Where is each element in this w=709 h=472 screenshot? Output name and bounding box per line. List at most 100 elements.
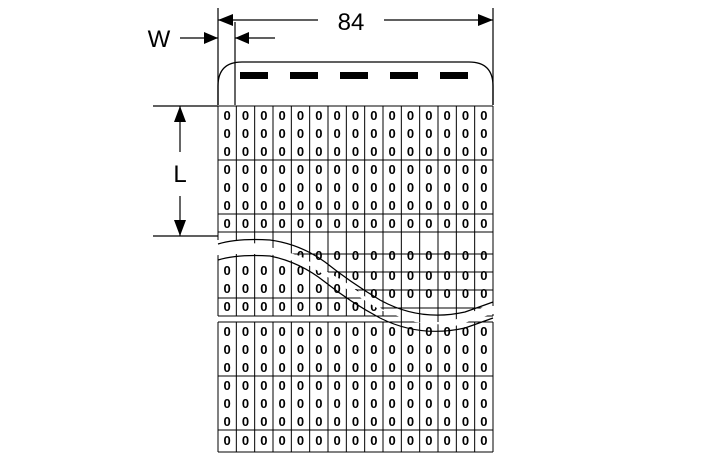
- marker-digit: 0: [242, 162, 249, 177]
- marker-digit: 0: [352, 433, 359, 448]
- marker-digit: 0: [315, 281, 322, 296]
- marker-digit: 0: [279, 108, 286, 123]
- marker-digit: 0: [462, 414, 469, 429]
- marker-digit: 0: [315, 162, 322, 177]
- marker-digit: 0: [242, 144, 249, 159]
- marker-digit: 0: [462, 126, 469, 141]
- marker-digit: 0: [407, 378, 414, 393]
- marker-digit: 0: [425, 268, 432, 283]
- marker-digit: 0: [352, 414, 359, 429]
- marker-digit: 0: [279, 248, 286, 263]
- marker-digit: 0: [242, 378, 249, 393]
- marker-digit: 0: [315, 248, 322, 263]
- marker-digit: 0: [279, 126, 286, 141]
- marker-digit: 0: [279, 198, 286, 213]
- marker-digit: 0: [315, 433, 322, 448]
- marker-digit: 0: [389, 126, 396, 141]
- marker-digit: 0: [370, 162, 377, 177]
- marker-digit: 0: [260, 342, 267, 357]
- marker-digit: 0: [370, 360, 377, 375]
- marker-digit: 0: [224, 342, 231, 357]
- marker-digit: 0: [389, 433, 396, 448]
- marker-digit: 0: [352, 342, 359, 357]
- marker-digit: 0: [425, 198, 432, 213]
- marker-digit: 0: [242, 108, 249, 123]
- marker-digit: 0: [260, 108, 267, 123]
- marker-digit: 0: [242, 126, 249, 141]
- marker-digit: 0: [407, 180, 414, 195]
- marker-digit: 0: [462, 286, 469, 301]
- marker-digit: 0: [444, 198, 451, 213]
- marker-digit: 0: [260, 324, 267, 339]
- marker-digit: 0: [279, 144, 286, 159]
- marker-digit: 0: [260, 396, 267, 411]
- marker-digit: 0: [370, 144, 377, 159]
- marker-digit: 0: [407, 433, 414, 448]
- marker-digit: 0: [279, 360, 286, 375]
- marker-digit: 0: [370, 126, 377, 141]
- marker-digit: 0: [224, 216, 231, 231]
- marker-digit: 0: [389, 324, 396, 339]
- marker-digit: 0: [480, 396, 487, 411]
- marker-digit: 0: [370, 180, 377, 195]
- marker-digit: 0: [370, 198, 377, 213]
- marker-digit: 0: [224, 162, 231, 177]
- marker-digit: 0: [480, 414, 487, 429]
- marker-digit: 0: [224, 108, 231, 123]
- marker-digit: 0: [315, 198, 322, 213]
- marker-digit: 0: [407, 216, 414, 231]
- marker-digit: 0: [425, 414, 432, 429]
- marker-digit: 0: [242, 263, 249, 278]
- marker-digit: 0: [407, 342, 414, 357]
- marker-digit: 0: [425, 299, 432, 314]
- marker-digit: 0: [297, 162, 304, 177]
- marker-digit: 0: [242, 180, 249, 195]
- marker-digit: 0: [480, 162, 487, 177]
- marker-digit: 0: [370, 396, 377, 411]
- marker-digit: 0: [389, 144, 396, 159]
- marker-digit: 0: [260, 144, 267, 159]
- marker-digit: 0: [334, 396, 341, 411]
- marker-digit: 0: [297, 324, 304, 339]
- marker-digit: 0: [444, 286, 451, 301]
- marker-digit: 0: [279, 216, 286, 231]
- marker-digit: 0: [462, 180, 469, 195]
- marker-digit: 0: [334, 180, 341, 195]
- marker-digit: 0: [297, 108, 304, 123]
- break-line-upper: [217, 238, 494, 316]
- marker-digit: 0: [297, 126, 304, 141]
- marker-digit: 0: [370, 324, 377, 339]
- column-width-dimension: W: [148, 22, 275, 105]
- marker-digit: 0: [480, 144, 487, 159]
- marker-digit: 0: [480, 198, 487, 213]
- marker-digit: 0: [462, 216, 469, 231]
- marker-digit: 0: [315, 378, 322, 393]
- marker-digit: 0: [334, 281, 341, 296]
- marker-digit: 0: [297, 414, 304, 429]
- marker-digit: 0: [334, 433, 341, 448]
- marker-digit: 0: [224, 281, 231, 296]
- marker-digit: 0: [297, 248, 304, 263]
- marker-digit: 0: [334, 126, 341, 141]
- marker-digit: 0: [444, 162, 451, 177]
- marker-digit: 0: [260, 281, 267, 296]
- marker-digit: 0: [224, 414, 231, 429]
- marker-digit: 0: [260, 263, 267, 278]
- marker-digit: 0: [370, 378, 377, 393]
- marker-digit: 0: [480, 286, 487, 301]
- marker-digit: 0: [334, 360, 341, 375]
- marker-digit: 0: [425, 248, 432, 263]
- card-header-outline: [217, 61, 494, 105]
- marker-digit: 0: [279, 378, 286, 393]
- marker-digit: 0: [242, 198, 249, 213]
- marker-digit: 0: [279, 433, 286, 448]
- marker-digit: 0: [297, 198, 304, 213]
- marker-digit: 0: [279, 396, 286, 411]
- marker-digit: 0: [407, 144, 414, 159]
- arrowhead-right: [478, 14, 493, 26]
- marker-digit: 0: [297, 378, 304, 393]
- marker-digit: 0: [389, 396, 396, 411]
- marker-digit: 0: [462, 108, 469, 123]
- marker-digit: 0: [224, 126, 231, 141]
